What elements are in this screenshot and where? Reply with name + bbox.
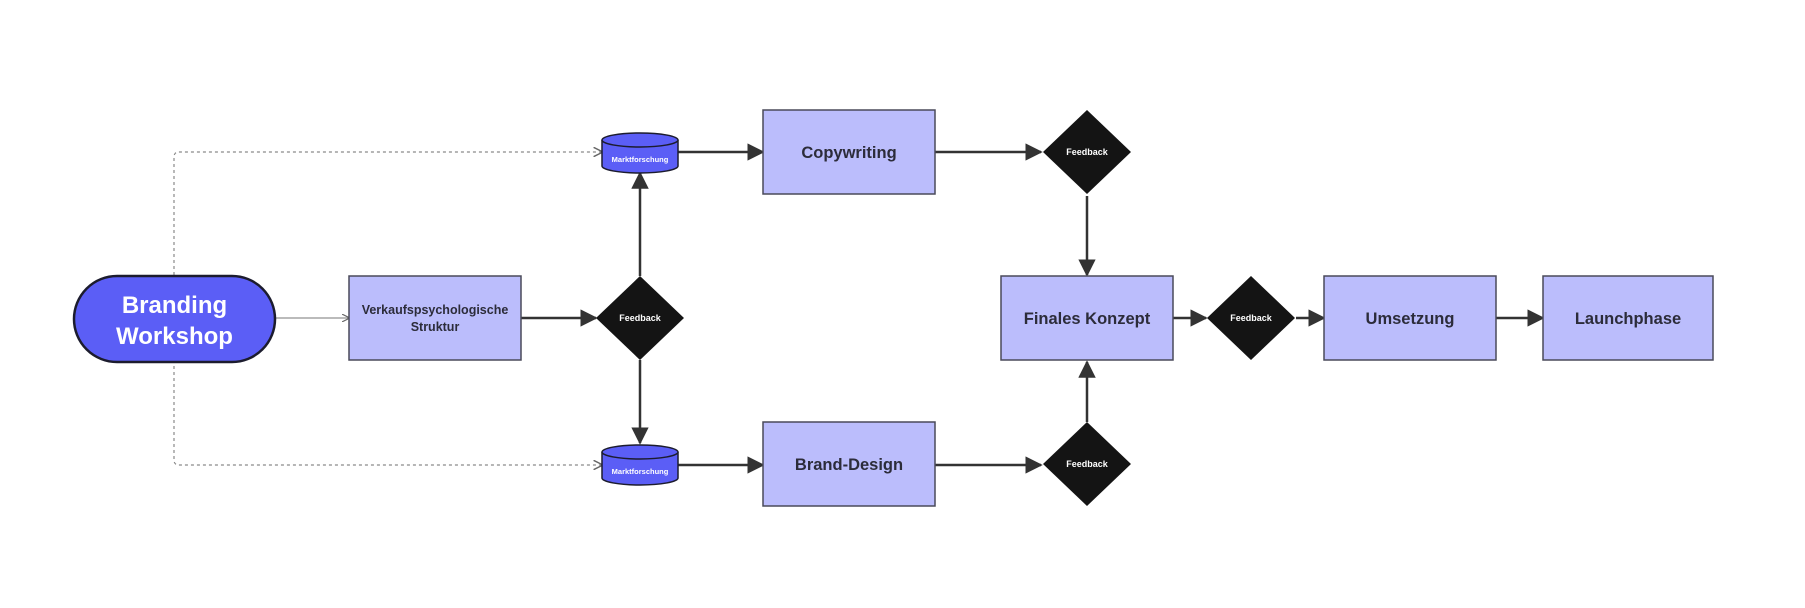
marktforschung-top-label: Marktforschung: [612, 155, 669, 164]
struktur-label-line2: Struktur: [411, 320, 460, 334]
marktforschung-bottom-label: Marktforschung: [612, 467, 669, 476]
copywriting-label: Copywriting: [801, 144, 896, 162]
feedback-top-label: Feedback: [1066, 147, 1109, 157]
start-node-branding-workshop[interactable]: Branding Workshop: [72, 274, 277, 364]
start-node-label-line2: Workshop: [116, 323, 233, 350]
feedback-center-label: Feedback: [619, 313, 662, 323]
process-node-finales-konzept[interactable]: Finales Konzept: [1000, 275, 1174, 361]
decision-node-feedback-right[interactable]: Feedback: [1207, 276, 1295, 360]
decision-node-feedback-top[interactable]: Feedback: [1043, 110, 1131, 194]
database-node-marktforschung-top[interactable]: Marktforschung: [601, 132, 679, 174]
feedback-right-label: Feedback: [1230, 313, 1273, 323]
dashed-connector-start-to-marktforschung-bottom[interactable]: [173, 360, 602, 465]
process-node-copywriting[interactable]: Copywriting: [762, 109, 936, 195]
brand-design-label: Brand-Design: [795, 456, 903, 474]
process-node-launchphase[interactable]: Launchphase: [1542, 275, 1714, 361]
decision-node-feedback-bottom[interactable]: Feedback: [1043, 422, 1131, 506]
database-node-marktforschung-bottom[interactable]: Marktforschung: [601, 444, 679, 486]
process-node-brand-design[interactable]: Brand-Design: [762, 421, 936, 507]
process-node-umsetzung[interactable]: Umsetzung: [1323, 275, 1497, 361]
finales-konzept-label: Finales Konzept: [1024, 310, 1151, 328]
start-node-label-line1: Branding: [122, 292, 227, 319]
struktur-label-line1: Verkaufspsychologische: [362, 303, 509, 317]
process-node-verkaufspsychologische-struktur[interactable]: Verkaufspsychologische Struktur: [348, 275, 522, 361]
dashed-connector-start-to-marktforschung-top[interactable]: [173, 152, 602, 275]
feedback-bottom-label: Feedback: [1066, 459, 1109, 469]
decision-node-feedback-center[interactable]: Feedback: [596, 276, 684, 360]
umsetzung-label: Umsetzung: [1366, 310, 1455, 328]
launchphase-label: Launchphase: [1575, 310, 1681, 328]
